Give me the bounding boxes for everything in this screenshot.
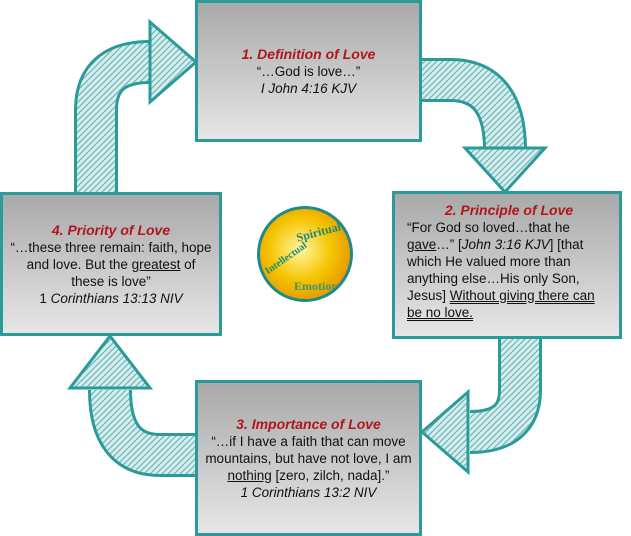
box-principle-of-love: 2. Principle of Love “For God so loved…t… (392, 191, 622, 339)
center-emblem: Spiritual Intellectual Emotional (257, 206, 353, 302)
box-title: 4. Priority of Love (51, 221, 171, 238)
arrow-top-left (74, 18, 199, 200)
box-reference: I John 4:16 KJV (260, 80, 357, 96)
box-title: 1. Definition of Love (241, 45, 376, 62)
arrow-bottom-right (419, 330, 542, 476)
box-title: 3. Importance of Love (236, 415, 381, 432)
box-text: “…these three remain: faith, hope and lo… (10, 239, 212, 289)
label-emotional: Emotional (294, 279, 348, 293)
box-reference: 1 Corinthians 13:13 NIV (39, 290, 183, 306)
arrow-top-right (410, 58, 549, 195)
box-quote: “…God is love…” (256, 63, 361, 79)
box-reference: 1 Corinthians 13:2 NIV (240, 484, 377, 500)
box-text: “…if I have a faith that can move mounta… (205, 433, 412, 483)
box-title: 2. Principle of Love (444, 202, 574, 218)
box-definition-of-love: 1. Definition of Love “…God is love…” I … (195, 0, 422, 142)
arrow-bottom-left (66, 333, 205, 477)
box-text: “For God so loved…that he gave…” [John 3… (407, 220, 595, 320)
box-importance-of-love: 3. Importance of Love “…if I have a fait… (195, 380, 422, 536)
label-intellectual: Intellectual (263, 240, 310, 277)
box-priority-of-love: 4. Priority of Love “…these three remain… (0, 192, 222, 336)
